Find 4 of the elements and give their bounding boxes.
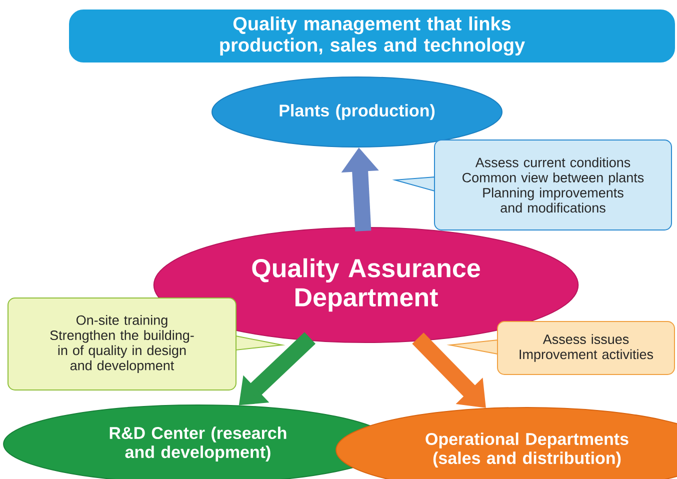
callout-box: Assess current conditions Common view between plants Planning improvements and modifications <box>392 140 672 230</box>
callout-box: Assess issues Improvement activities <box>446 321 675 375</box>
title-banner: Quality management that links production, sales and technology <box>69 10 675 62</box>
callout-box: On-site training Strengthen the building-in of quality in design and development <box>8 298 286 390</box>
